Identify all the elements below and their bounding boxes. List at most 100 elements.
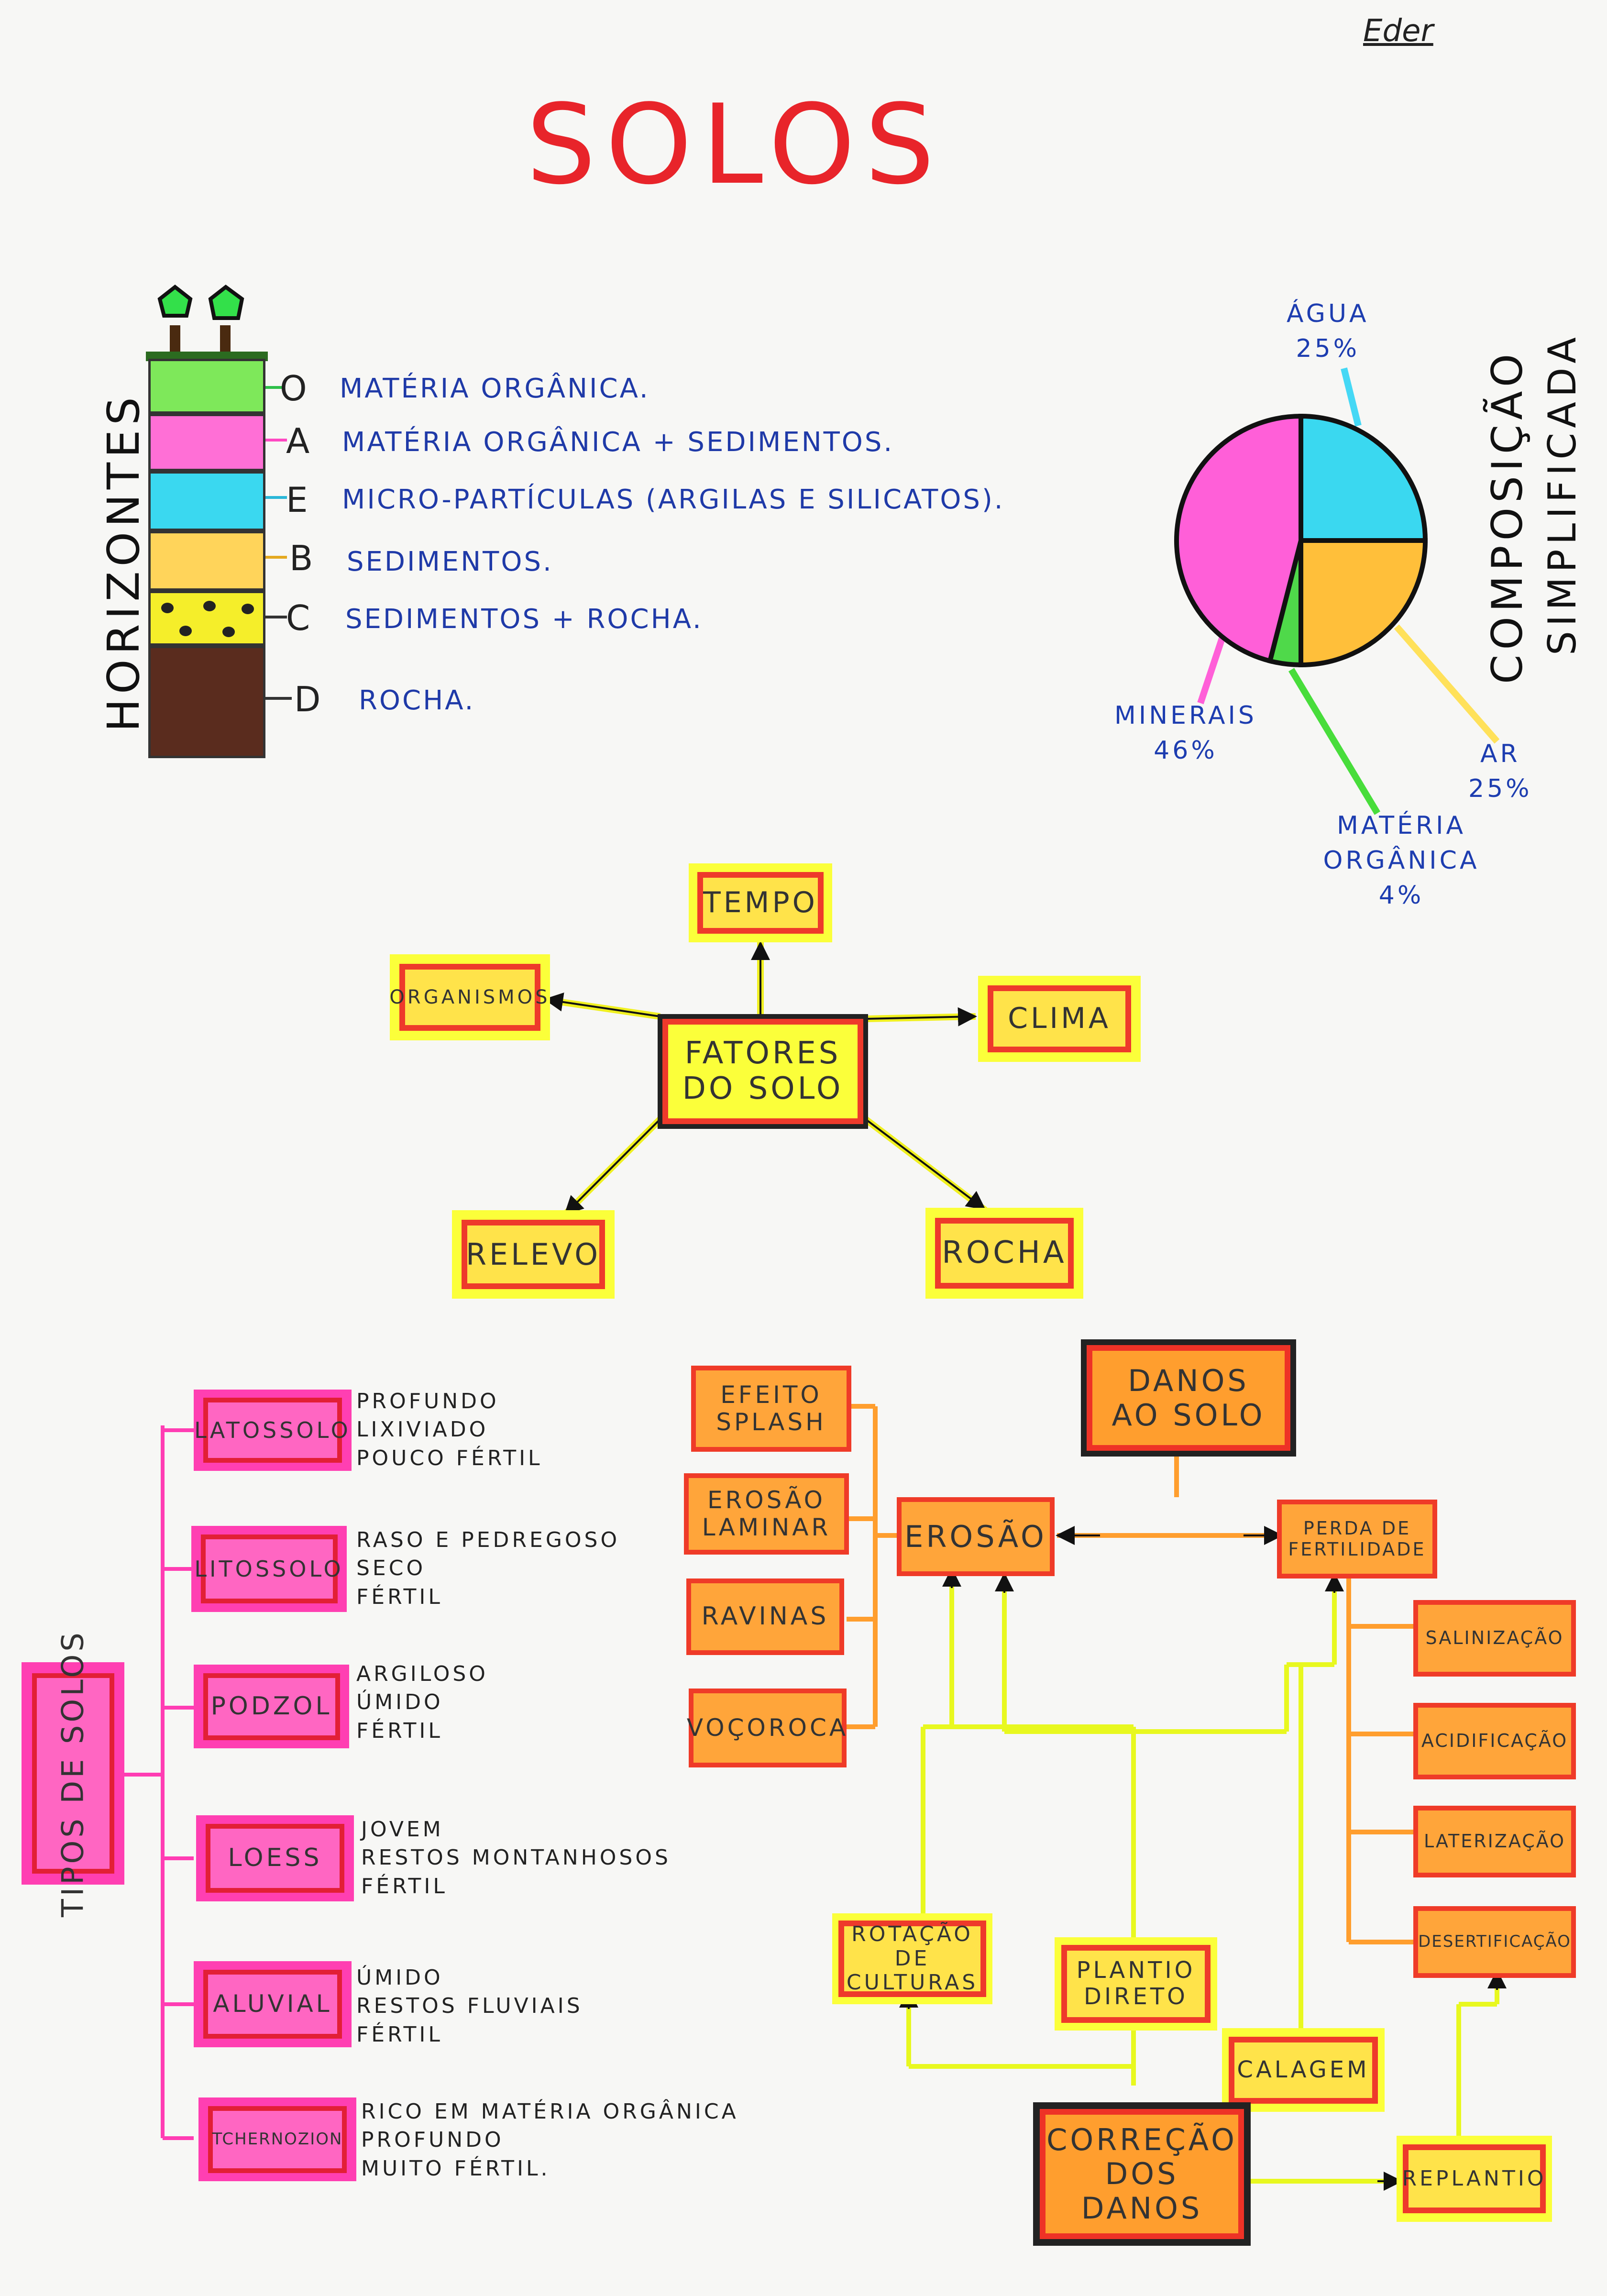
perda-type-acidificacao: ACIDIFICAÇÃO xyxy=(1413,1703,1576,1779)
fator-clima-label: CLIMA xyxy=(1008,1002,1111,1036)
correcao-rotacao: ROTAÇÃO DE CULTURAS xyxy=(832,1913,992,2004)
horizon-o-letter: O xyxy=(280,368,307,408)
pie-label-materia-value: 4% xyxy=(1378,881,1424,910)
pie-label-materia-name: MATÉRIA ORGÂNICA xyxy=(1323,811,1480,875)
horizon-o-desc: MATÉRIA ORGÂNICA. xyxy=(340,373,650,404)
pie-label-agua: ÁGUA 25% xyxy=(1287,297,1369,366)
perda-type-laterizacao: LATERIZAÇÃO xyxy=(1413,1806,1576,1877)
tipo-loess-label: LOESS xyxy=(228,1843,322,1873)
erosao-type-ravinas: RAVINAS xyxy=(686,1578,844,1655)
composition-title-line1: COMPOSIÇÃO xyxy=(1483,349,1532,684)
layer-o xyxy=(148,359,265,414)
horizon-e-desc: MICRO-PARTÍCULAS (ARGILAS E SILICATOS). xyxy=(342,484,1005,515)
correcao-replantio: REPLANTIO xyxy=(1397,2136,1552,2222)
litossolo-prop: RASO E PEDREGOSO xyxy=(356,1528,620,1552)
tipo-litossolo: LITOSSOLO xyxy=(191,1526,347,1612)
fator-tempo: TEMPO xyxy=(689,863,832,942)
erosao-type-label: VOÇOROCA xyxy=(686,1713,849,1742)
horizon-e-letter: E xyxy=(286,480,308,520)
loess-prop: RESTOS MONTANHOSOS xyxy=(361,1845,671,1870)
page-title: SOLOS xyxy=(526,81,945,209)
horizon-c-letter: C xyxy=(286,598,310,638)
perda-type-salinizacao: SALINIZAÇÃO xyxy=(1413,1600,1576,1677)
fator-organismos-label: ORGANISMOS xyxy=(389,986,550,1008)
layer-d xyxy=(148,646,265,758)
tipo-loess: LOESS xyxy=(196,1815,354,1901)
erosao-type-label: EROSÃO LAMINAR xyxy=(702,1486,831,1541)
fatores-center: FATORES DO SOLO xyxy=(658,1014,868,1129)
tchernozion-prop: PROFUNDO xyxy=(361,2128,504,2152)
layer-c xyxy=(148,591,265,646)
tipos-root-label: TIPOS DE SOLOS xyxy=(55,1630,90,1917)
loess-props: JOVEM RESTOS MONTANHOSOS FÉRTIL xyxy=(361,1815,671,1900)
fator-organismos: ORGANISMOS xyxy=(389,954,550,1040)
horizon-b-desc: SEDIMENTOS. xyxy=(347,546,553,577)
tipo-tchernozion: TCHERNOZION xyxy=(198,2097,356,2181)
perda-node: PERDA DE FERTILIDADE xyxy=(1277,1500,1437,1578)
tipo-latossolo-label: LATOSSOLO xyxy=(194,1417,351,1443)
correcao-root: CORREÇÃO DOS DANOS xyxy=(1033,2102,1251,2246)
tipos-root: TIPOS DE SOLOS xyxy=(22,1630,124,1917)
tipo-aluvial-label: ALUVIAL xyxy=(213,1990,332,2018)
perda-type-label: LATERIZAÇÃO xyxy=(1423,1831,1566,1852)
tchernozion-props: RICO EM MATÉRIA ORGÂNICA PROFUNDO MUITO … xyxy=(361,2097,739,2183)
fatores-center-label: FATORES DO SOLO xyxy=(682,1036,844,1106)
erosao-type-laminar: EROSÃO LAMINAR xyxy=(684,1473,849,1555)
perda-type-label: DESERTIFICAÇÃO xyxy=(1418,1932,1571,1952)
erosao-type-vocoroca: VOÇOROCA xyxy=(686,1689,849,1767)
pie-slice-3 xyxy=(1174,413,1303,664)
pie-label-minerais-name: MINERAIS xyxy=(1114,701,1257,730)
perda-label: PERDA DE FERTILIDADE xyxy=(1288,1517,1426,1560)
erosao-label: EROSÃO xyxy=(904,1519,1047,1554)
litossolo-prop: FÉRTIL xyxy=(356,1584,443,1609)
correcao-replantio-label: REPLANTIO xyxy=(1402,2166,1547,2191)
tipo-latossolo: LATOSSOLO xyxy=(194,1390,352,1471)
correcao-rotacao-label: ROTAÇÃO DE CULTURAS xyxy=(846,1922,979,1995)
tipo-tchernozion-label: TCHERNOZION xyxy=(212,2129,343,2149)
loess-prop: FÉRTIL xyxy=(361,1874,448,1899)
correcao-plantio: PLANTIO DIRETO xyxy=(1055,1937,1217,2031)
tchernozion-prop: RICO EM MATÉRIA ORGÂNICA xyxy=(361,2099,739,2124)
erosao-node: EROSÃO xyxy=(897,1497,1055,1576)
latossolo-prop: PROFUNDO xyxy=(356,1389,499,1413)
fator-tempo-label: TEMPO xyxy=(703,886,818,919)
latossolo-prop: LIXIVIADO xyxy=(356,1417,489,1442)
pie-label-ar-value: 25% xyxy=(1468,774,1532,803)
pie-label-agua-value: 25% xyxy=(1296,334,1360,363)
pie-slice-0 xyxy=(1299,413,1428,543)
horizon-d-desc: ROCHA. xyxy=(359,685,475,716)
horizon-b-letter: B xyxy=(289,538,313,578)
erosao-type-label: RAVINAS xyxy=(701,1602,829,1631)
pie-slice-1 xyxy=(1299,538,1428,668)
perda-type-label: SALINIZAÇÃO xyxy=(1425,1627,1564,1649)
aluvial-prop: FÉRTIL xyxy=(356,2022,443,2047)
correcao-plantio-label: PLANTIO DIRETO xyxy=(1076,1957,1196,2010)
tipo-litossolo-label: LITOSSOLO xyxy=(194,1556,344,1582)
aluvial-props: ÚMIDO RESTOS FLUVIAIS FÉRTIL xyxy=(356,1964,583,2049)
pie-label-minerais-value: 46% xyxy=(1154,736,1218,765)
horizon-d-letter: D xyxy=(294,679,321,719)
tipo-podzol: PODZOL xyxy=(194,1665,349,1748)
pie-label-ar-name: AR xyxy=(1480,740,1520,768)
tchernozion-prop: MUITO FÉRTIL. xyxy=(361,2156,550,2181)
layer-a xyxy=(148,414,265,471)
composition-title-line2: SIMPLIFICADA xyxy=(1540,332,1585,655)
fator-clima: CLIMA xyxy=(978,976,1141,1062)
layer-b xyxy=(148,531,265,591)
fator-rocha-label: ROCHA xyxy=(942,1235,1067,1271)
danos-root: DANOS AO SOLO xyxy=(1081,1339,1296,1457)
pie-label-agua-name: ÁGUA xyxy=(1287,299,1369,328)
aluvial-prop: ÚMIDO xyxy=(356,1965,443,1990)
podzol-prop: ÚMIDO xyxy=(356,1690,443,1715)
correcao-root-label: CORREÇÃO DOS DANOS xyxy=(1046,2122,1237,2226)
danos-root-label: DANOS AO SOLO xyxy=(1112,1363,1266,1433)
pie-label-ar: AR 25% xyxy=(1468,737,1532,806)
erosao-type-splash: EFEITO SPLASH xyxy=(691,1366,851,1452)
fator-relevo: RELEVO xyxy=(452,1210,615,1299)
horizon-a-letter: A xyxy=(286,421,310,461)
tipo-podzol-label: PODZOL xyxy=(210,1691,332,1721)
tipo-aluvial: ALUVIAL xyxy=(194,1961,352,2047)
litossolo-props: RASO E PEDREGOSO SECO FÉRTIL xyxy=(356,1526,620,1611)
